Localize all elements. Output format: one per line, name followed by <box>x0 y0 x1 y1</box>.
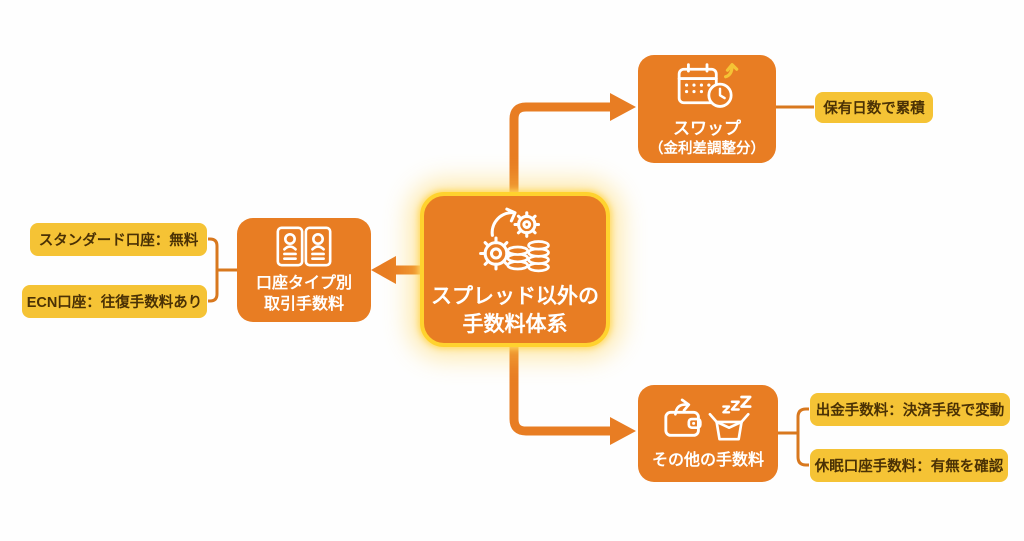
label-withdrawal-fee: 出金手数料：決済手段で変動 <box>810 393 1010 426</box>
node-center-fee-structure: スプレッド以外の 手数料体系 <box>420 192 610 347</box>
label-dormant-account-fee: 休眠口座手数料：有無を確認 <box>810 449 1008 482</box>
node-other-fees: その他の手数料 <box>638 385 778 482</box>
other-fees-label: その他の手数料 <box>651 452 764 470</box>
node-account-type: 口座タイプ別 取引手数料 <box>237 218 371 322</box>
label-ecn-account-fee: ECN口座：往復手数料あり <box>22 285 207 318</box>
account-label-line2: 取引手数料 <box>263 295 344 313</box>
calendar-clock-icon <box>677 62 739 108</box>
center-title-line2: 手数料体系 <box>462 312 568 336</box>
wallet-sleeping-box-icon <box>664 395 752 441</box>
label-swap-accumulation: 保有日数で累積 <box>815 92 933 123</box>
node-swap: スワップ （金利差調整分） <box>638 55 776 163</box>
swap-label-line1: スワップ <box>673 118 741 138</box>
center-title-line1: スプレッド以外の <box>431 285 599 309</box>
gears-coins-icon <box>479 207 550 273</box>
swap-label-line2: （金利差調整分） <box>649 140 765 157</box>
id-cards-icon <box>276 226 332 267</box>
label-standard-account-fee: スタンダード口座：無料 <box>30 223 207 256</box>
account-label-line1: 口座タイプ別 <box>255 274 352 292</box>
